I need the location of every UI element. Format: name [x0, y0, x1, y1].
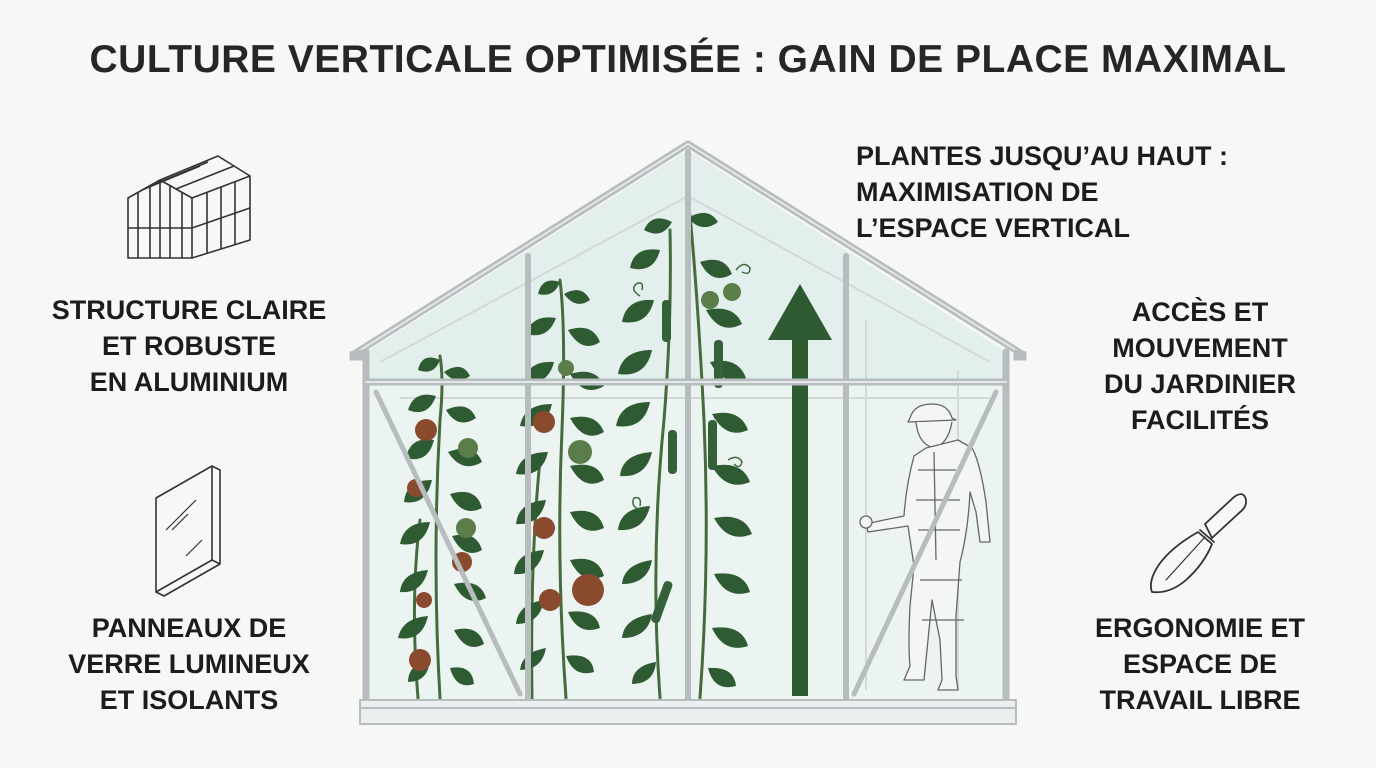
label-gardener-access: ACCÈS ET MOUVEMENT DU JARDINIER FACILITÉ… — [1103, 297, 1297, 435]
label-ergonomy: ERGONOMIE ET ESPACE DE TRAVAIL LIBRE — [1094, 613, 1305, 715]
trowel-icon — [1149, 493, 1248, 594]
label-glass-panels: PANNEAUX DE VERRE LUMINEUX ET ISOLANTS — [68, 613, 310, 715]
greenhouse — [349, 140, 1027, 725]
gardener-figure — [859, 403, 991, 691]
label-structure: STRUCTURE CLAIRE ET ROBUSTE EN ALUMINIUM — [51, 295, 327, 397]
label-vertical-space: PLANTES JUSQU’AU HAUT : MAXIMISATION DE … — [856, 141, 1229, 243]
glass-panel-icon — [155, 465, 221, 597]
tomato-plants — [398, 212, 752, 700]
page-title: CULTURE VERTICALE OPTIMISÉE : GAIN DE PL… — [89, 38, 1287, 81]
vertical-growth-arrow — [768, 284, 832, 696]
greenhouse-frame-icon — [127, 155, 251, 259]
aluminium-frame — [349, 140, 1027, 725]
